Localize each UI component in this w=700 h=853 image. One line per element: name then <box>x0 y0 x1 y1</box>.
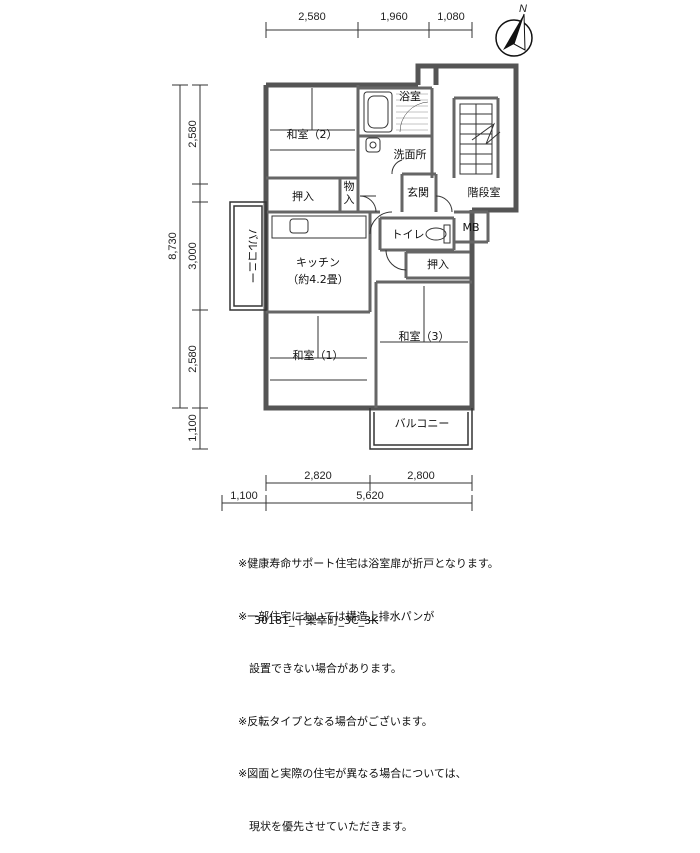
note-line: 現状を優先させていただきます。 <box>238 819 413 833</box>
balconies <box>229 201 473 450</box>
dim-bottom-2: 2,800 <box>407 470 435 482</box>
note-line: ※一部住宅においては構造上排水パンが <box>238 609 435 623</box>
room-oshiire1: 押入 <box>292 189 314 203</box>
bathtub <box>363 91 393 133</box>
left-dimension-lines <box>172 84 208 450</box>
plan-code: 30181_千葉幸町_3C_3K <box>254 614 379 627</box>
bath-floor <box>396 93 429 133</box>
room-washitsu2: 和室（2） <box>287 127 338 141</box>
dim-left-4: 1,100 <box>187 414 199 442</box>
dim-left-2: 3,000 <box>187 242 199 270</box>
room-washitsu3: 和室（3） <box>399 329 450 343</box>
sink-icon <box>365 137 381 153</box>
note-line: 設置できない場合があります。 <box>238 662 402 675</box>
dim-bottom-1: 2,820 <box>304 470 332 482</box>
bottom-dimension-lines <box>221 475 473 511</box>
floor-plan: 2,580 1,960 1,080 N 8,730 2,580 3,000 2,… <box>167 3 533 511</box>
room-bath: 浴室 <box>399 89 421 103</box>
room-mb: MB <box>462 221 479 234</box>
room-balcony-bottom: バルコニー <box>395 417 450 430</box>
room-kaidan: 階段室 <box>468 185 501 199</box>
staircase <box>459 103 501 175</box>
room-washitsu1: 和室（1） <box>293 348 344 362</box>
doors <box>359 159 453 271</box>
top-dimension-line <box>265 22 473 38</box>
dim-bottom-4: 5,620 <box>356 490 384 502</box>
room-oshiire2: 押入 <box>427 257 449 271</box>
dim-left-1: 2,580 <box>187 120 199 148</box>
dim-top-2: 1,960 <box>380 11 408 23</box>
tatami-lines <box>270 88 468 381</box>
kitchen-sink-icon <box>271 215 367 239</box>
compass-icon <box>495 13 533 57</box>
room-senmen: 洗面所 <box>394 148 427 161</box>
notes: ※健康寿命サポート住宅は浴室扉が折戸となります。 ※一部住宅においては構造上排水… <box>238 520 499 853</box>
note-line: ※反転タイプとなる場合がございます。 <box>238 714 433 728</box>
toilet-icon <box>425 224 451 244</box>
room-kitchen-size: （約4.2畳） <box>287 272 349 286</box>
room-balcony-left: バルコニー <box>246 229 259 284</box>
room-kitchen: キッチン <box>296 256 340 269</box>
note-line: ※健康寿命サポート住宅は浴室扉が折戸となります。 <box>238 557 499 570</box>
room-mono: 物入 <box>344 179 355 206</box>
inner-walls <box>266 85 500 408</box>
dim-top-3: 1,080 <box>437 11 465 23</box>
dim-top-1: 2,580 <box>298 11 326 23</box>
compass-label: N <box>519 3 527 15</box>
room-genkan: 玄関 <box>407 185 429 199</box>
dim-bottom-3: 1,100 <box>230 490 258 502</box>
note-line: ※図面と実際の住宅が異なる場合については、 <box>238 767 467 780</box>
dim-left-3: 2,580 <box>187 345 199 373</box>
room-toilet: トイレ <box>392 228 425 241</box>
dim-left-total: 8,730 <box>167 232 179 260</box>
